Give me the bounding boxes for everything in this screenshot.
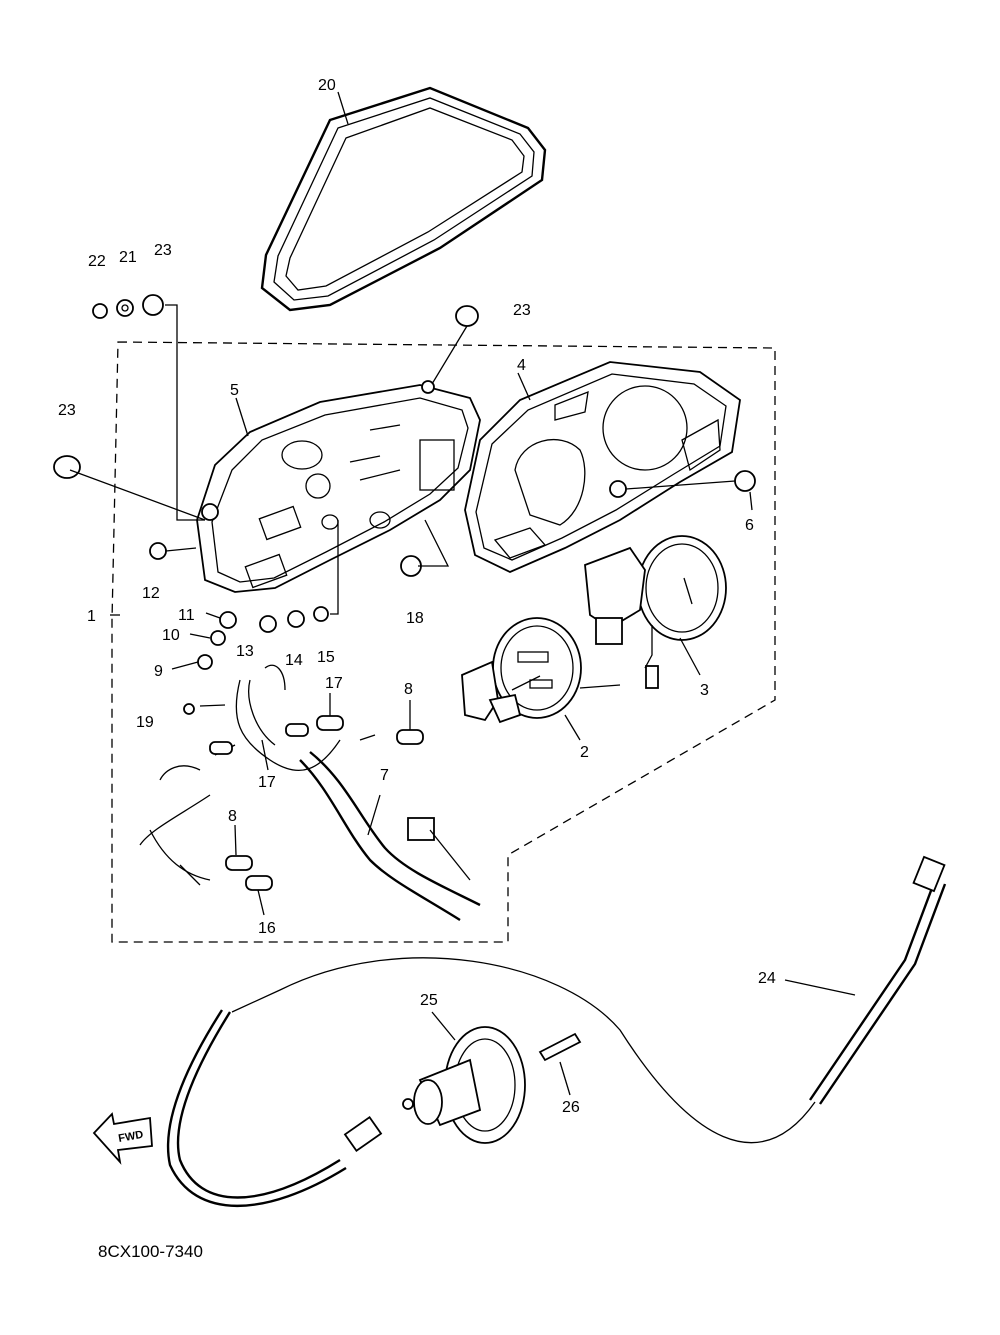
callout-8a: 8: [404, 681, 413, 698]
callout-23c: 23: [58, 402, 76, 419]
callout-4: 4: [517, 357, 526, 374]
callout-25: 25: [420, 992, 438, 1009]
callout-12: 12: [142, 585, 160, 602]
callout-24: 24: [758, 970, 776, 987]
callout-20: 20: [318, 77, 336, 94]
callout-21: 21: [119, 249, 137, 266]
gasket-20: [260, 86, 547, 312]
callouts: 20 22 21 23 23 23 4 5 6 12 1 11 10 13 14…: [58, 77, 776, 1116]
callout-17b: 17: [258, 774, 276, 791]
callout-5: 5: [230, 382, 239, 399]
diagram-code: 8CX100-7340: [98, 1242, 203, 1261]
callout-10: 10: [162, 627, 180, 644]
fwd-label: FWD: [117, 1129, 144, 1145]
callout-15: 15: [317, 649, 335, 666]
bulbs: [209, 715, 424, 891]
gear-unit-25: [402, 1026, 526, 1144]
callout-1: 1: [87, 608, 96, 625]
callout-6: 6: [745, 517, 754, 534]
callout-18: 18: [406, 610, 424, 627]
callout-26: 26: [562, 1099, 580, 1116]
small-parts: [53, 294, 756, 715]
speedometer-2: [461, 617, 621, 724]
callout-23a: 23: [154, 242, 172, 259]
meter-panel-4: [464, 361, 741, 573]
meter-case-5: [196, 384, 481, 593]
callout-22: 22: [88, 253, 106, 270]
callout-16: 16: [258, 920, 276, 937]
fwd-arrow-icon: FWD: [92, 1112, 153, 1165]
callout-13: 13: [236, 643, 254, 660]
callout-9: 9: [154, 663, 163, 680]
callout-7: 7: [380, 767, 389, 784]
callout-11: 11: [178, 607, 195, 624]
callout-14: 14: [285, 652, 303, 669]
leader-lines: [69, 91, 856, 1096]
wire-harness-7: [139, 664, 481, 922]
callout-19: 19: [136, 714, 154, 731]
callout-17a: 17: [325, 675, 343, 692]
callout-23b: 23: [513, 302, 531, 319]
speedometer-cable-24: [166, 855, 947, 1208]
callout-8b: 8: [228, 808, 237, 825]
pin-26: [538, 1032, 582, 1062]
tachometer-3: [584, 535, 727, 689]
callout-3: 3: [700, 682, 709, 699]
callout-2: 2: [580, 744, 589, 761]
